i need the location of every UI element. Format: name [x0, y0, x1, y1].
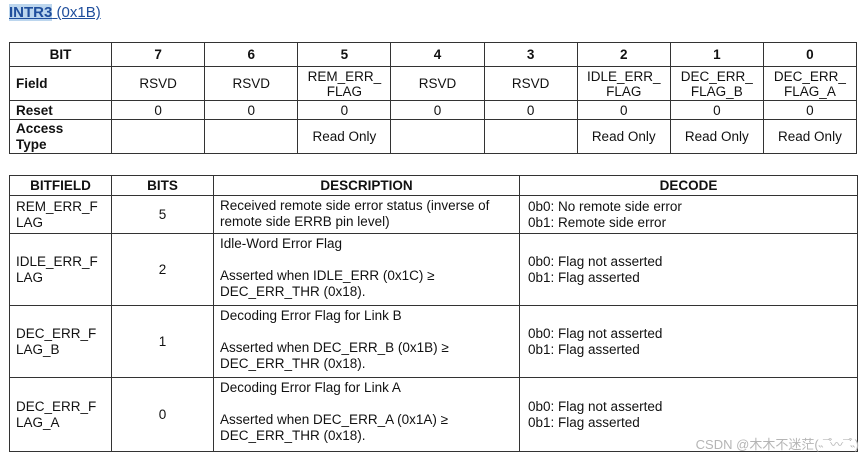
field-row: Field RSVD RSVD REM_ERR_ FLAG RSVD RSVD … — [8, 66, 858, 101]
field-cell: RSVD — [204, 66, 299, 101]
bits-cell: 0 — [111, 377, 214, 452]
description-line: Decoding Error Flag for Link A — [220, 380, 401, 395]
decode-line: 0b0: No remote side error — [528, 198, 682, 214]
table-row: REM_ERR_F LAG 5 Received remote side err… — [9, 195, 858, 234]
decode-line: 0b1: Remote side error — [528, 214, 667, 230]
field-cell: IDLE_ERR_ FLAG — [576, 66, 671, 101]
access-cell — [204, 119, 299, 154]
description-line: Received remote side error status (inver… — [220, 198, 490, 213]
description-line: Idle-Word Error Flag — [220, 236, 343, 251]
bit-header-cell: 6 — [204, 42, 299, 67]
description-line: DEC_ERR_THR (0x18). — [220, 356, 366, 371]
bits-cell: 5 — [111, 195, 214, 234]
csdn-watermark: CSDN @木木不迷茫(˵¯͒〰¯͒˵) — [695, 437, 859, 452]
field-row-label: Field — [8, 66, 113, 101]
bitfield-cell: DEC_ERR_F LAG_A — [9, 377, 112, 452]
decode-line: 0b0: Flag not asserted — [528, 253, 663, 269]
bit-header-cell: BIT — [8, 42, 113, 67]
access-type-label: Access Type — [8, 119, 113, 154]
field-cell: RSVD — [390, 66, 485, 101]
description-line: Asserted when DEC_ERR_B (0x1B) ≥ — [220, 340, 449, 355]
table-row: DEC_ERR_F LAG_B 1 Decoding Error Flag fo… — [9, 305, 858, 378]
description-line: Decoding Error Flag for Link B — [220, 308, 402, 323]
decode-line: 0b0: Flag not asserted — [528, 398, 663, 414]
reset-row: Reset 0 0 0 0 0 0 0 0 — [8, 100, 858, 120]
register-title: INTR3 (0x1B) — [9, 4, 101, 21]
decode-header: DECODE — [519, 175, 858, 196]
bitfield-cell: DEC_ERR_F LAG_B — [9, 305, 112, 378]
description-cell: Decoding Error Flag for Link B Asserted … — [213, 305, 520, 378]
reset-cell: 0 — [669, 100, 764, 120]
reset-cell: 0 — [762, 100, 858, 120]
description-spacer — [220, 396, 513, 412]
description-cell: Received remote side error status (inver… — [213, 195, 520, 234]
description-cell: Idle-Word Error Flag Asserted when IDLE_… — [213, 233, 520, 306]
bit-header-cell: 0 — [762, 42, 858, 67]
table-row: IDLE_ERR_F LAG 2 Idle-Word Error Flag As… — [9, 233, 858, 306]
bit-header-cell: 3 — [483, 42, 578, 67]
bitfield-cell: IDLE_ERR_F LAG — [9, 233, 112, 306]
decode-line: 0b0: Flag not asserted — [528, 325, 663, 341]
reset-cell: 0 — [111, 100, 206, 120]
decode-cell: 0b0: No remote side error 0b1: Remote si… — [519, 195, 858, 234]
register-address: (0x1B) — [56, 4, 101, 21]
bitfield-header: BITFIELD — [9, 175, 112, 196]
description-line: Asserted when IDLE_ERR (0x1C) ≥ — [220, 268, 435, 283]
bit-map-table: BIT 7 6 5 4 3 2 1 0 Field RSVD RSVD REM_… — [8, 42, 858, 154]
description-line: DEC_ERR_THR (0x18). — [220, 284, 366, 299]
bitfield-description-table: BITFIELD BITS DESCRIPTION DECODE REM_ERR… — [9, 175, 858, 452]
field-cell: REM_ERR_ FLAG — [297, 66, 392, 101]
description-line: DEC_ERR_THR (0x18). — [220, 428, 366, 443]
reset-cell: 0 — [483, 100, 578, 120]
bit-header-cell: 1 — [669, 42, 764, 67]
decode-line: 0b1: Flag asserted — [528, 414, 640, 430]
reset-cell: 0 — [390, 100, 485, 120]
field-cell: RSVD — [111, 66, 206, 101]
description-line: remote side ERRB pin level) — [220, 214, 390, 229]
description-header-row: BITFIELD BITS DESCRIPTION DECODE — [9, 175, 858, 196]
bits-header: BITS — [111, 175, 214, 196]
access-cell — [483, 119, 578, 154]
access-cell: Read Only — [576, 119, 671, 154]
reset-cell: 0 — [297, 100, 392, 120]
bit-header-cell: 4 — [390, 42, 485, 67]
description-cell: Decoding Error Flag for Link A Asserted … — [213, 377, 520, 452]
decode-line: 0b1: Flag asserted — [528, 269, 640, 285]
description-spacer — [220, 324, 513, 340]
description-header: DESCRIPTION — [213, 175, 520, 196]
bit-header-cell: 7 — [111, 42, 206, 67]
access-cell — [111, 119, 206, 154]
decode-cell: 0b0: Flag not asserted 0b1: Flag asserte… — [519, 377, 858, 452]
access-cell: Read Only — [762, 119, 858, 154]
decode-line: 0b1: Flag asserted — [528, 341, 640, 357]
decode-cell: 0b0: Flag not asserted 0b1: Flag asserte… — [519, 233, 858, 306]
description-line: Asserted when DEC_ERR_A (0x1A) ≥ — [220, 412, 449, 427]
reset-cell: 0 — [576, 100, 671, 120]
register-name: INTR3 — [9, 4, 53, 21]
bit-header-cell: 2 — [576, 42, 671, 67]
bits-cell: 2 — [111, 233, 214, 306]
table-row: DEC_ERR_F LAG_A 0 Decoding Error Flag fo… — [9, 377, 858, 452]
reset-row-label: Reset — [8, 100, 113, 120]
bit-header-row: BIT 7 6 5 4 3 2 1 0 — [8, 42, 858, 67]
reset-cell: 0 — [204, 100, 299, 120]
decode-cell: 0b0: Flag not asserted 0b1: Flag asserte… — [519, 305, 858, 378]
field-cell: DEC_ERR_ FLAG_B — [669, 66, 764, 101]
field-cell: RSVD — [483, 66, 578, 101]
bit-header-cell: 5 — [297, 42, 392, 67]
field-cell: DEC_ERR_ FLAG_A — [762, 66, 858, 101]
bitfield-cell: REM_ERR_F LAG — [9, 195, 112, 234]
bits-cell: 1 — [111, 305, 214, 378]
access-cell — [390, 119, 485, 154]
access-type-row: Access Type Read Only Read Only Read Onl… — [8, 119, 858, 154]
description-spacer — [220, 252, 513, 268]
access-cell: Read Only — [297, 119, 392, 154]
access-cell: Read Only — [669, 119, 764, 154]
